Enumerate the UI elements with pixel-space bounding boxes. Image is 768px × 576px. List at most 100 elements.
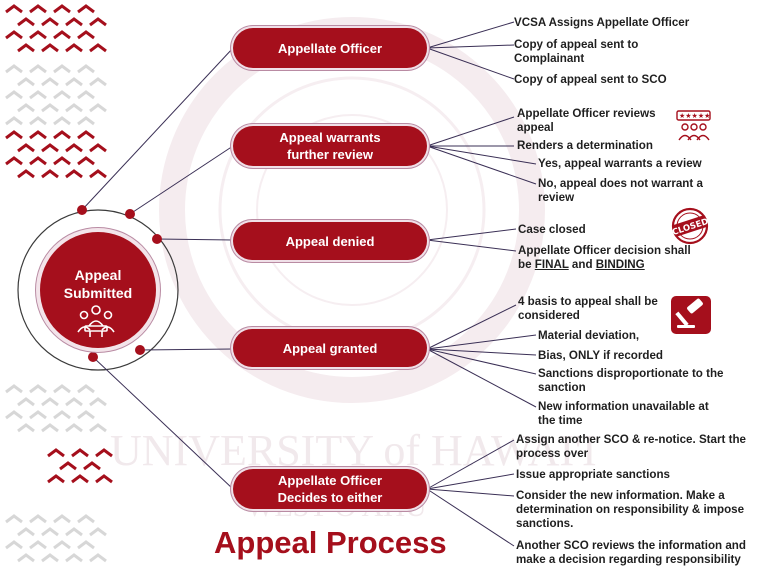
note-vcsa-assigns: VCSA Assigns Appellate Officer xyxy=(514,16,690,29)
chevron-decoration xyxy=(59,461,77,471)
note-another-sco-2: make a decision regarding responsibility xyxy=(516,553,741,566)
chevron-decoration xyxy=(17,17,35,27)
note-binding: BINDING xyxy=(595,258,645,271)
center-title-line1: Appeal xyxy=(74,267,122,283)
chevron-decoration xyxy=(5,384,23,394)
chevron-decoration xyxy=(77,4,95,14)
chevron-decoration xyxy=(5,90,23,100)
chevron-decoration xyxy=(29,410,47,420)
closed-stamp-icon: CLOSED xyxy=(670,206,710,246)
chevron-decoration xyxy=(41,397,59,407)
chevron-decoration xyxy=(89,103,107,113)
chevron-decoration xyxy=(41,423,59,433)
note-officer-reviews-2: appeal xyxy=(517,121,554,134)
fan-line xyxy=(426,228,517,241)
chevron-decoration xyxy=(17,143,35,153)
chevron-decoration xyxy=(5,410,23,420)
chevron-decoration xyxy=(65,169,83,179)
appeal-submitted-circle xyxy=(40,232,156,348)
chevron-decoration xyxy=(29,514,47,524)
appellate-officer-decides-node: Appellate Officer Decides to either xyxy=(233,469,427,509)
fan-line xyxy=(426,47,515,80)
note-consider-info-1: Consider the new information. Make a xyxy=(516,489,725,502)
chevron-decoration xyxy=(77,90,95,100)
chevron-decoration xyxy=(17,397,35,407)
chevron-decoration xyxy=(65,527,83,537)
chevron-decoration xyxy=(77,30,95,40)
fan-line xyxy=(426,304,517,350)
note-case-closed: Case closed xyxy=(518,223,586,236)
chevron-decoration xyxy=(65,553,83,563)
chevron-decoration xyxy=(29,90,47,100)
connector-dot xyxy=(77,205,87,215)
chevron-decoration xyxy=(47,474,65,484)
note-yes-warrants: Yes, appeal warrants a review xyxy=(538,157,702,170)
page-title: Appeal Process xyxy=(214,525,447,560)
connector-line xyxy=(139,348,234,351)
chevron-decoration xyxy=(53,514,71,524)
node-label-line2: Decides to either xyxy=(277,490,383,505)
chevron-decoration xyxy=(77,540,95,550)
note-bias: Bias, ONLY if recorded xyxy=(538,349,664,362)
chevron-decoration xyxy=(41,77,59,87)
chevron-decoration xyxy=(53,116,71,126)
chevron-decoration xyxy=(89,77,107,87)
chevron-decoration xyxy=(65,397,83,407)
chevron-decoration xyxy=(29,130,47,140)
chevron-decoration xyxy=(89,143,107,153)
chevron-decoration xyxy=(41,17,59,27)
chevron-decoration xyxy=(17,527,35,537)
note-four-basis-2: considered xyxy=(518,309,580,322)
connector-dot xyxy=(88,352,98,362)
chevron-decoration xyxy=(5,514,23,524)
note-consider-info-2: determination on responsibility & impose xyxy=(516,503,745,516)
note-material-deviation: Material deviation, xyxy=(538,329,640,342)
fan-line xyxy=(426,145,537,185)
group-meeting-icon xyxy=(77,305,115,337)
fan-line xyxy=(426,334,537,350)
appeal-granted-node: Appeal granted xyxy=(233,329,427,367)
note-sanctions-2: sanction xyxy=(538,381,586,394)
chevron-decoration xyxy=(65,77,83,87)
chevron-decoration xyxy=(41,43,59,53)
chevron-decoration xyxy=(17,423,35,433)
connector-dot xyxy=(135,345,145,355)
chevron-decoration xyxy=(77,514,95,524)
chevron-decoration xyxy=(53,90,71,100)
chevron-decoration xyxy=(41,103,59,113)
chevron-decoration xyxy=(53,130,71,140)
note-assign-sco-2: process over xyxy=(516,447,589,460)
chevron-decoration xyxy=(77,116,95,126)
connector-line xyxy=(129,145,234,215)
watermark-line1: UNIVERSITY of HAWAI'I xyxy=(110,426,597,475)
chevron-decoration xyxy=(89,17,107,27)
note-no-warrant-1: No, appeal does not warrant a xyxy=(538,177,703,190)
note-renders-determination: Renders a determination xyxy=(517,139,653,152)
fan-line xyxy=(426,348,537,356)
chevron-decoration xyxy=(89,553,107,563)
chevron-decoration xyxy=(77,130,95,140)
appellate-officer-node: Appellate Officer xyxy=(233,28,427,68)
chevron-decoration xyxy=(89,397,107,407)
fan-line xyxy=(426,439,515,490)
chevron-decoration xyxy=(41,553,59,563)
chevron-decoration xyxy=(53,540,71,550)
note-no-warrant-2: review xyxy=(538,191,575,204)
note-new-info-1: New information unavailable at xyxy=(538,400,709,413)
connector-line xyxy=(156,238,234,241)
chevron-decoration xyxy=(53,410,71,420)
chevron-decoration xyxy=(65,423,83,433)
chevron-decoration xyxy=(5,4,23,14)
note-copy-complainant-2: Complainant xyxy=(514,52,585,65)
node-label-line1: Appellate Officer xyxy=(277,473,383,488)
chevron-decoration xyxy=(29,30,47,40)
chevron-decoration xyxy=(95,474,113,484)
chevron-decoration xyxy=(29,64,47,74)
chevron-decoration xyxy=(65,103,83,113)
fan-line xyxy=(426,488,515,547)
chevron-decoration xyxy=(17,169,35,179)
fan-line xyxy=(426,116,515,147)
note-another-sco-1: Another SCO reviews the information and xyxy=(516,539,746,552)
chevron-decoration xyxy=(29,4,47,14)
